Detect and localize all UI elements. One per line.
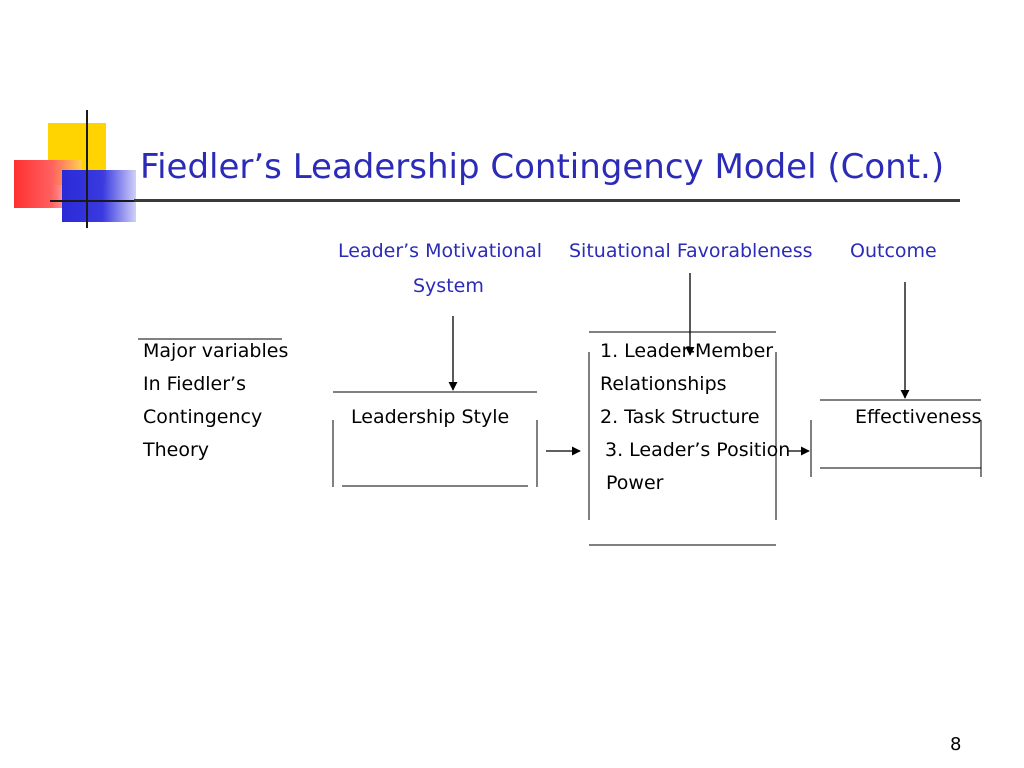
effectiveness-label: Effectiveness (855, 406, 982, 428)
situation-item3-line1: 3. Leader’s Position (605, 439, 791, 461)
title-underline (134, 199, 960, 202)
variables-line4: Theory (143, 439, 210, 461)
header-outcome: Outcome (850, 240, 937, 262)
page-number: 8 (950, 734, 962, 755)
situation-item1-line2: Relationships (600, 373, 727, 395)
logo-vertical-line (86, 110, 88, 228)
logo-horizontal-line (50, 200, 134, 202)
header-motivational-line2: System (413, 275, 484, 297)
variables-line3: Contingency (143, 406, 263, 428)
header-situational: Situational Favorableness (569, 240, 813, 262)
logo-blue-square (62, 170, 136, 222)
slide-title: Fiedler’s Leadership Contingency Model (… (140, 147, 945, 187)
situation-item1-line1: 1. Leader-Member (600, 340, 774, 362)
variables-line2: In Fiedler’s (143, 373, 246, 395)
variables-line1: Major variables (143, 340, 289, 362)
situation-item2: 2. Task Structure (600, 406, 760, 428)
leadership-style-label: Leadership Style (351, 406, 510, 428)
situation-item3-line2: Power (606, 472, 664, 494)
header-motivational-line1: Leader’s Motivational (338, 240, 543, 262)
